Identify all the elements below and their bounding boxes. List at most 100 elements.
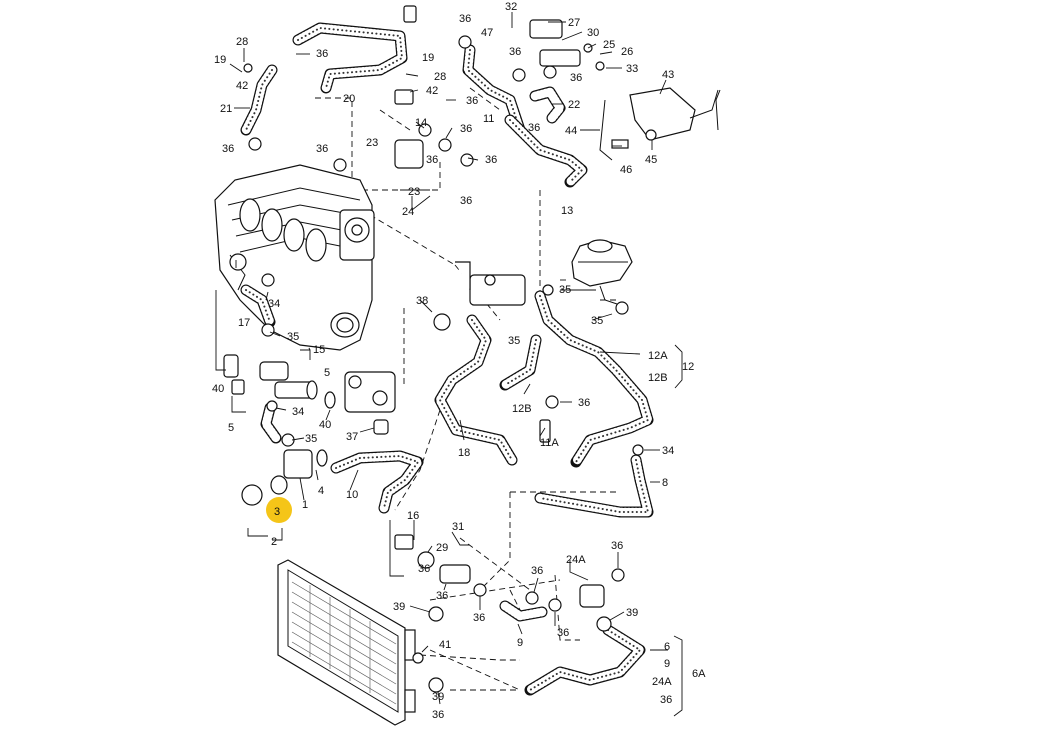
callout-34: 34 (292, 406, 304, 418)
solid-leader-lines (215, 12, 683, 717)
engine-block (214, 164, 375, 351)
callout-23: 23 (366, 137, 378, 149)
callout-36: 36 (611, 540, 623, 552)
callout-36: 36 (460, 195, 472, 207)
callout-25: 25 (603, 39, 615, 51)
callout-34: 34 (662, 445, 674, 457)
callout-42: 42 (236, 80, 248, 92)
callout-16: 16 (407, 510, 419, 522)
callout-2: 2 (271, 536, 277, 548)
hose-6 (524, 624, 646, 696)
radiator (277, 559, 416, 726)
callout-19: 19 (214, 54, 226, 66)
callout-36: 36 (531, 565, 543, 577)
hose-12B (499, 334, 542, 391)
callout-30: 30 (587, 27, 599, 39)
callout-36: 36 (660, 694, 672, 706)
highlight-marker (266, 497, 292, 523)
callout-41: 41 (439, 639, 451, 651)
callout-36: 36 (222, 143, 234, 155)
callout-3: 3 (274, 506, 280, 518)
callout-36: 36 (509, 46, 521, 58)
callout-22: 22 (568, 99, 580, 111)
callout-28: 28 (236, 36, 248, 48)
hose-20 (292, 22, 408, 94)
callout-24A: 24A (566, 554, 586, 566)
hose-11 (462, 44, 526, 136)
callout-34: 34 (268, 298, 280, 310)
hose-17 (240, 284, 276, 328)
callout-12B: 12B (648, 372, 668, 384)
callout-35: 35 (591, 315, 603, 327)
callout-12: 12 (682, 361, 694, 373)
small-components (223, 5, 644, 693)
callout-9: 9 (664, 658, 670, 670)
callout-11: 11 (483, 113, 494, 125)
hose-10 (330, 450, 424, 514)
callout-12A: 12A (648, 350, 668, 362)
callout-9: 9 (517, 637, 523, 649)
callout-47: 47 (481, 27, 493, 39)
callout-35: 35 (508, 335, 520, 347)
hose-8 (534, 454, 654, 518)
callout-35: 35 (305, 433, 317, 445)
callout-18: 18 (458, 447, 470, 459)
callout-23: 23 (408, 186, 420, 198)
callout-42: 42 (426, 85, 438, 97)
callout-11A: 11A (540, 437, 559, 449)
callout-5: 5 (228, 422, 234, 434)
callout-17: 17 (238, 317, 250, 329)
callout-21: 21 (220, 103, 232, 115)
callout-40: 40 (319, 419, 331, 431)
callout-36: 36 (459, 13, 471, 25)
callout-4: 4 (318, 485, 324, 497)
callout-36: 36 (426, 154, 438, 166)
callout-36: 36 (316, 143, 328, 155)
callout-31: 31 (452, 521, 464, 533)
hose-9 (499, 600, 548, 622)
callout-36: 36 (418, 563, 430, 575)
callout-39: 39 (626, 607, 638, 619)
callout-43: 43 (662, 69, 674, 81)
callout-27: 27 (568, 17, 580, 29)
callout-36: 36 (473, 612, 485, 624)
callout-labels: 32 27 36 47 30 36 25 26 36 33 43 22 36 1… (212, 1, 706, 721)
expansion-tank (571, 239, 633, 306)
callout-24: 24 (402, 206, 414, 218)
callout-40: 40 (212, 383, 224, 395)
callout-6: 6 (664, 641, 670, 653)
callout-29: 29 (436, 542, 448, 554)
callout-36: 36 (316, 48, 328, 60)
callout-14: 14 (415, 117, 427, 129)
hose-22 (529, 86, 566, 124)
coolant-hoses (240, 22, 654, 696)
callout-13: 13 (561, 205, 573, 217)
callout-36: 36 (557, 627, 569, 639)
callout-24A: 24A (652, 676, 672, 688)
callout-10: 10 (346, 489, 358, 501)
callout-12B: 12B (512, 403, 532, 415)
callout-46: 46 (620, 164, 632, 176)
callout-36: 36 (485, 154, 497, 166)
callout-36: 36 (460, 123, 472, 135)
callout-39: 39 (393, 601, 405, 613)
callout-5: 5 (324, 367, 330, 379)
callout-36: 36 (466, 95, 478, 107)
callout-44: 44 (565, 125, 577, 137)
coolant-flange-housing (344, 261, 526, 413)
callout-36: 36 (578, 397, 590, 409)
radiator-fins (291, 581, 397, 705)
breather-unit (599, 87, 721, 161)
callout-32: 32 (505, 1, 517, 13)
hose-34-lower (260, 402, 282, 444)
callout-38: 38 (416, 295, 428, 307)
callout-8: 8 (662, 477, 668, 489)
hose-21 (240, 64, 278, 136)
callout-35: 35 (287, 331, 299, 343)
callout-15: 15 (313, 344, 325, 356)
callout-36: 36 (528, 122, 540, 134)
hose-12 (534, 290, 654, 468)
callout-36: 36 (432, 709, 444, 721)
